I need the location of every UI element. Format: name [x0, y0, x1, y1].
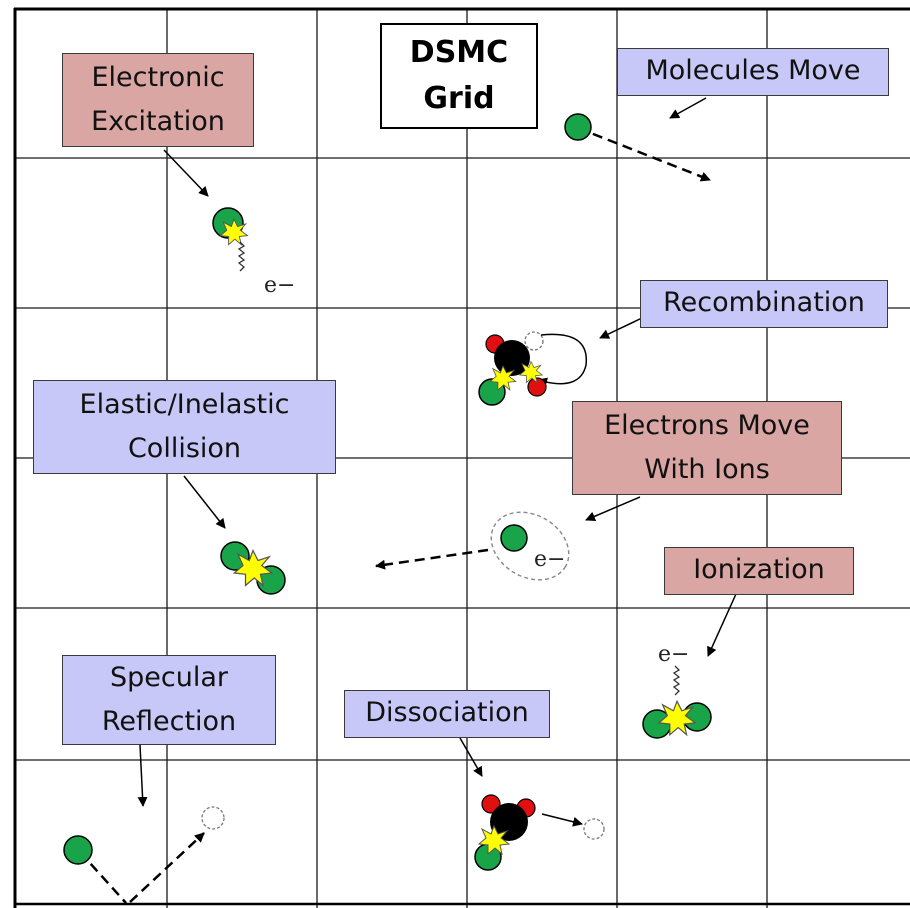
elastic-collision-arrow [183, 475, 226, 529]
specular-reflection-line-1: Specular [110, 662, 228, 693]
electrons-move-arrow [585, 496, 641, 522]
electrons-move-line-1: Electrons Move [604, 410, 810, 441]
reflecting-molecule [63, 806, 225, 904]
title-line-2: Grid [423, 81, 495, 116]
ionizing-molecule [642, 665, 712, 739]
ionization-text: Ionization [693, 554, 825, 585]
moving-molecule [564, 113, 711, 182]
electrons-move-with-ions-label: Electrons Move With Ions [572, 401, 842, 495]
specular-reflection-arrow [137, 744, 148, 807]
recombination-text: Recombination [663, 287, 865, 318]
molecules-move-arrow [669, 97, 707, 119]
ionization-arrow [707, 593, 737, 657]
elastic-inelastic-collision-label: Elastic/Inelastic Collision [33, 380, 336, 474]
ionization-label: Ionization [664, 547, 854, 595]
electronic-excitation-label: Electronic Excitation [62, 53, 254, 147]
recombination-arrow [599, 317, 643, 339]
dissociation-label: Dissociation [344, 690, 550, 738]
electrons-move-line-2: With Ions [644, 454, 770, 485]
recombining-molecule [478, 331, 587, 406]
title-line-1: DSMC [409, 35, 509, 70]
specular-reflection-label: Specular Reflection [62, 655, 276, 745]
excitation-electron-symbol: e− [264, 273, 295, 298]
dsmc-grid-title: DSMC Grid [380, 23, 538, 129]
colliding-molecules [220, 541, 286, 595]
dissociation-text: Dissociation [365, 697, 529, 728]
ion-electron-pair [375, 511, 570, 581]
specular-reflection-line-2: Reflection [101, 706, 237, 737]
excited-molecule [212, 207, 248, 272]
electronic-excitation-line-2: Excitation [91, 106, 225, 137]
electronic-excitation-arrow [163, 149, 209, 197]
elastic-collision-line-1: Elastic/Inelastic [79, 389, 290, 420]
ion-electron-symbol: e− [534, 547, 565, 572]
elastic-collision-line-2: Collision [127, 433, 242, 464]
recombination-label: Recombination [640, 280, 888, 328]
dissociating-molecule [474, 794, 605, 871]
electronic-excitation-line-1: Electronic [91, 62, 225, 93]
molecules-move-text: Molecules Move [645, 55, 861, 86]
ionization-electron-symbol: e− [658, 642, 689, 667]
dissociation-arrow [459, 737, 483, 777]
molecules-move-label: Molecules Move [617, 48, 889, 96]
